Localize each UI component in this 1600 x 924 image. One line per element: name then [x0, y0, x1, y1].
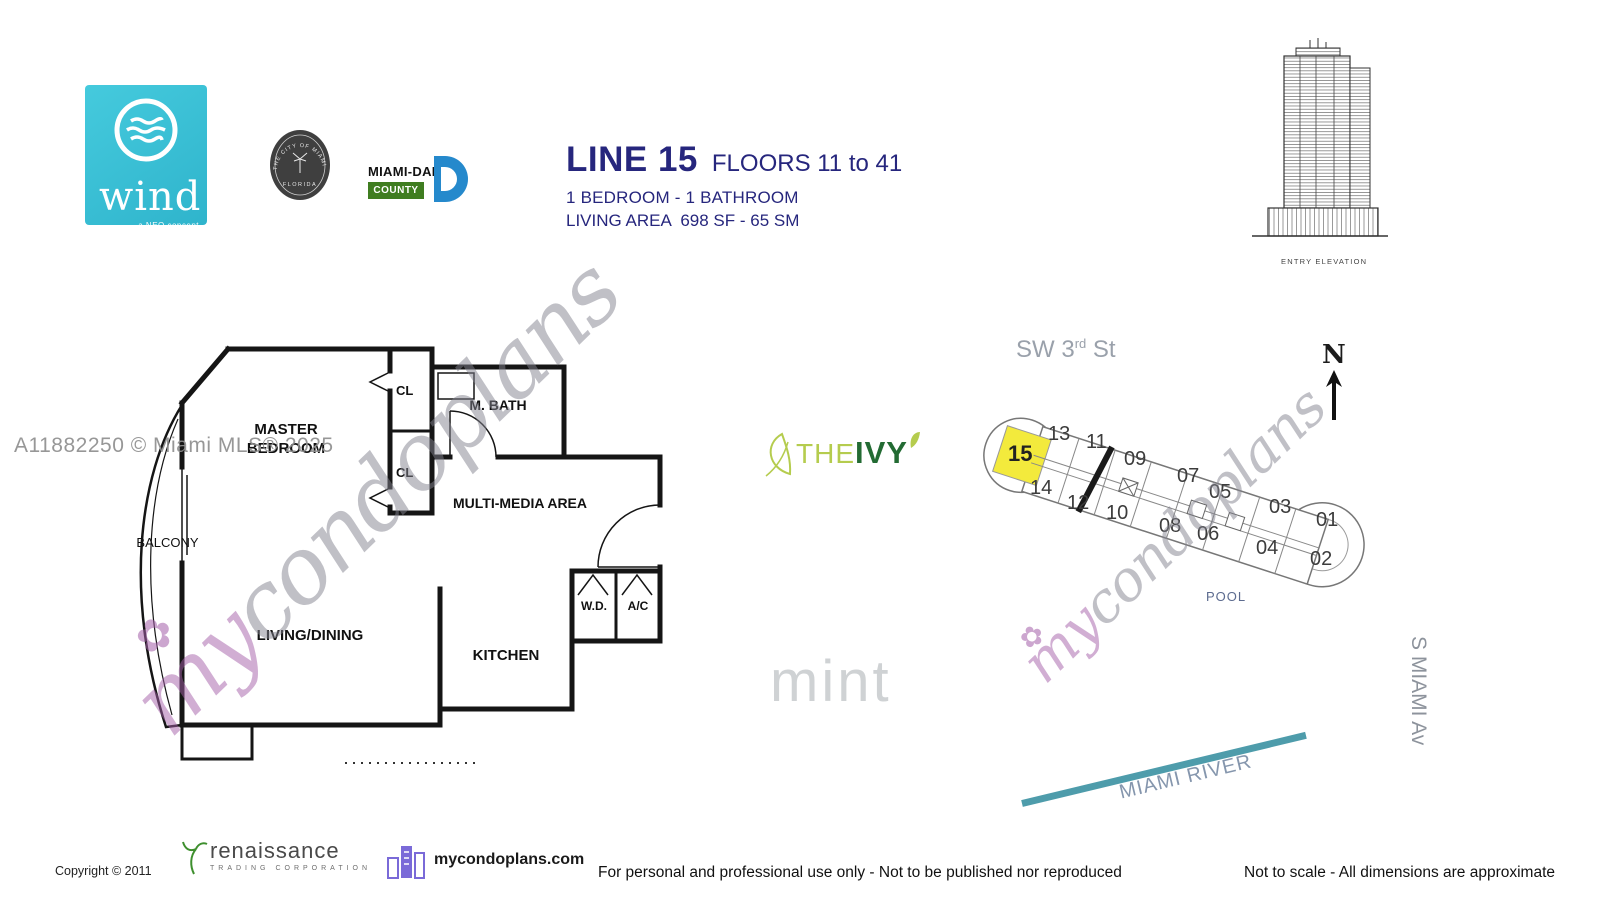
sprout-icon [182, 841, 208, 875]
site-unit-04: 04 [1256, 537, 1279, 559]
north-label: N [1322, 340, 1346, 370]
mycondoplans-site-text: mycondoplans.com [434, 851, 585, 868]
city-of-miami-seal: THE CITY OF MIAMI FLORIDA [270, 130, 330, 200]
room-label-master-bedroom: MASTER BEDROOM [246, 421, 326, 457]
floor-plan-drawing [139, 345, 663, 764]
wind-logo: wind a NEO concept [85, 85, 207, 230]
room-label-master-bath: M. BATH [469, 397, 527, 413]
building-footprint [983, 417, 1365, 588]
floors-range: FLOORS 11 to 41 [711, 150, 903, 177]
site-unit-13: 13 [1048, 423, 1071, 445]
plan-partitions [180, 429, 618, 761]
site-unit-05: 05 [1209, 481, 1232, 503]
site-unit-06: 06 [1197, 523, 1220, 545]
street-sup: rd [1074, 336, 1087, 351]
miami-river-line [1021, 731, 1307, 807]
plan-windows [181, 467, 188, 563]
north-arrow-icon [1325, 370, 1342, 420]
unit-floor-plan: MASTER BEDROOM CL CL M. BATH MULTI-MEDIA… [120, 335, 690, 780]
site-unit-01: 01 [1316, 509, 1339, 531]
renaissance-name: renaissance [210, 838, 340, 863]
street-suffix: St [1086, 336, 1116, 363]
miami-dade-county-badge: COUNTY [368, 182, 424, 199]
north-arrow: N [1322, 340, 1346, 427]
room-label-closet-upper: CL [396, 383, 414, 398]
site-key-plan [983, 417, 1365, 588]
line-title: LINE 15 [566, 140, 698, 179]
copyright-text: Copyright © 2011 [55, 864, 152, 878]
room-label-closet-lower: CL [396, 465, 414, 480]
bath-fixtures [437, 372, 475, 400]
unit-heading: LINE 15 FLOORS 11 to 41 1 BEDROOM - 1 BA… [566, 140, 902, 231]
site-unit-08: 08 [1159, 515, 1182, 537]
room-label-multimedia: MULTI-MEDIA AREA [452, 495, 588, 511]
seal-bottom-text: FLORIDA [283, 182, 317, 188]
miami-dade-logo: MIAMI-DADE COUNTY [368, 152, 472, 208]
renaissance-subtitle: TRADING CORPORATION [210, 865, 372, 872]
wind-wave-icon [114, 98, 178, 162]
room-label-ac: A/C [627, 599, 649, 613]
mint-logo: mint [770, 649, 892, 714]
ivy-leaf-tick-icon [910, 432, 920, 448]
miami-dade-name: MIAMI-DADE [368, 164, 451, 179]
site-unit-12: 12 [1067, 492, 1090, 514]
ivy-name-text: IVY [855, 435, 908, 470]
elevation-caption: ENTRY ELEVATION [1281, 257, 1368, 266]
living-area-text: LIVING AREA 698 SF - 65 SM [566, 211, 800, 230]
mls-watermark: A11882250 © Miami MLS® 2025 [14, 434, 334, 457]
ivy-leaf-icon [765, 432, 792, 477]
ivy-the-text: THE [796, 438, 855, 469]
site-unit-03: 03 [1269, 496, 1292, 518]
palm-tree-icon [292, 152, 308, 173]
renaissance-logo: renaissance TRADING CORPORATION [180, 840, 371, 876]
the-ivy-logo: THE IVY [760, 430, 922, 480]
scale-note: Not to scale - All dimensions are approx… [1244, 864, 1556, 881]
miami-river-label: MIAMI RIVER [1117, 750, 1255, 804]
site-unit-10: 10 [1106, 502, 1129, 524]
unit-15-highlight [991, 425, 1052, 487]
street-label-sw-3rd: SW 3rd St [1016, 336, 1116, 364]
building-elevation-drawing [1252, 38, 1388, 237]
pool-label: POOL [1206, 589, 1247, 604]
street-prefix: SW 3 [1016, 336, 1075, 363]
wind-logo-tagline: a NEO concept [138, 221, 199, 230]
miami-dade-d-icon [434, 156, 468, 202]
buildings-icon [387, 846, 425, 879]
bed-bath-text: 1 BEDROOM - 1 BATHROOM [566, 188, 799, 207]
room-label-washer-dryer: W.D. [581, 599, 607, 613]
mycondoplans-logo: mycondoplans.com [386, 840, 584, 880]
site-unit-07: 07 [1177, 465, 1200, 487]
site-unit-02: 02 [1310, 548, 1333, 570]
wind-logo-name: wind [99, 174, 202, 220]
room-label-kitchen: KITCHEN [472, 647, 540, 664]
site-unit-15: 15 [1008, 441, 1033, 466]
plan-walls [178, 345, 663, 728]
usage-disclaimer: For personal and professional use only -… [598, 864, 1122, 881]
room-label-living-dining: LIVING/DINING [256, 627, 364, 644]
site-unit-14: 14 [1030, 477, 1053, 499]
plan-doors [368, 372, 661, 596]
room-label-balcony: BALCONY [136, 535, 199, 550]
balcony-rail [139, 404, 184, 729]
street-label-s-miami-av: S MIAMI Av [1407, 636, 1430, 746]
site-unit-09: 09 [1124, 448, 1147, 470]
site-unit-11: 11 [1086, 431, 1107, 453]
